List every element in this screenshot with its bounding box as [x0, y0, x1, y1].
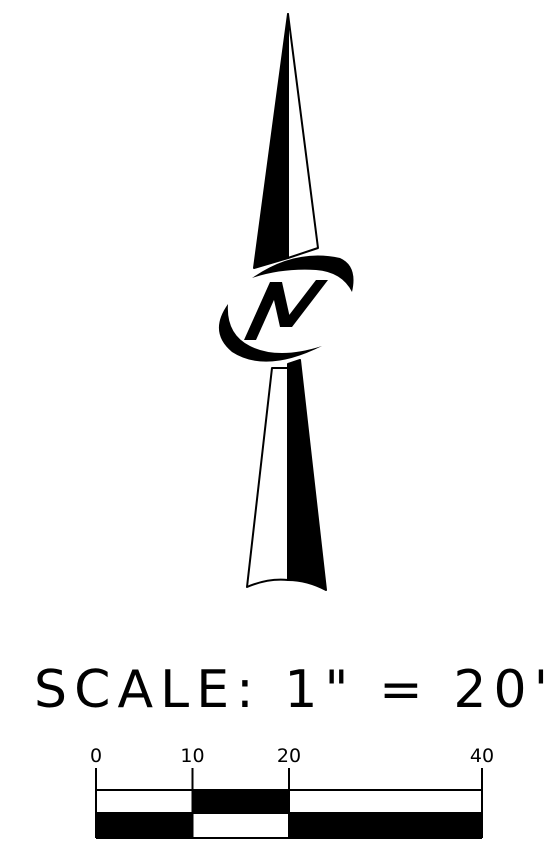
n-diagonal-stroke	[270, 282, 292, 327]
graphic-scale-bar: 0 10 20 40	[90, 745, 494, 839]
lower-blade-dark-half	[287, 359, 327, 591]
north-letter-n	[244, 280, 328, 340]
north-arrow	[218, 13, 354, 591]
lower-blade-light-half	[246, 367, 289, 588]
scale-segment-top-20-40	[289, 790, 482, 813]
scale-segment-bottom-0-10	[96, 813, 193, 838]
north-arrow-lower-blade	[246, 359, 327, 591]
lower-crescent-swoosh	[218, 304, 322, 362]
scale-segment-top-0-10	[96, 790, 193, 813]
n-left-stroke	[244, 282, 282, 340]
scale-tick-label-20: 20	[277, 745, 301, 767]
scale-segment-bottom-20-40	[289, 813, 482, 838]
scale-segment-bottom-10-20	[192, 813, 289, 838]
scale-segment-top-10-20	[192, 790, 289, 813]
scale-label: SCALE: 1" = 20'	[34, 660, 550, 720]
north-arrow-upper-blade	[253, 13, 319, 269]
n-right-stroke	[280, 280, 328, 327]
scale-tick-label-40: 40	[470, 745, 494, 767]
upper-blade-light-half	[287, 13, 319, 259]
upper-crescent-swoosh	[252, 255, 354, 292]
scale-tick-label-0: 0	[90, 745, 102, 767]
scale-tick-label-10: 10	[180, 745, 204, 767]
upper-blade-dark-half	[253, 13, 289, 269]
